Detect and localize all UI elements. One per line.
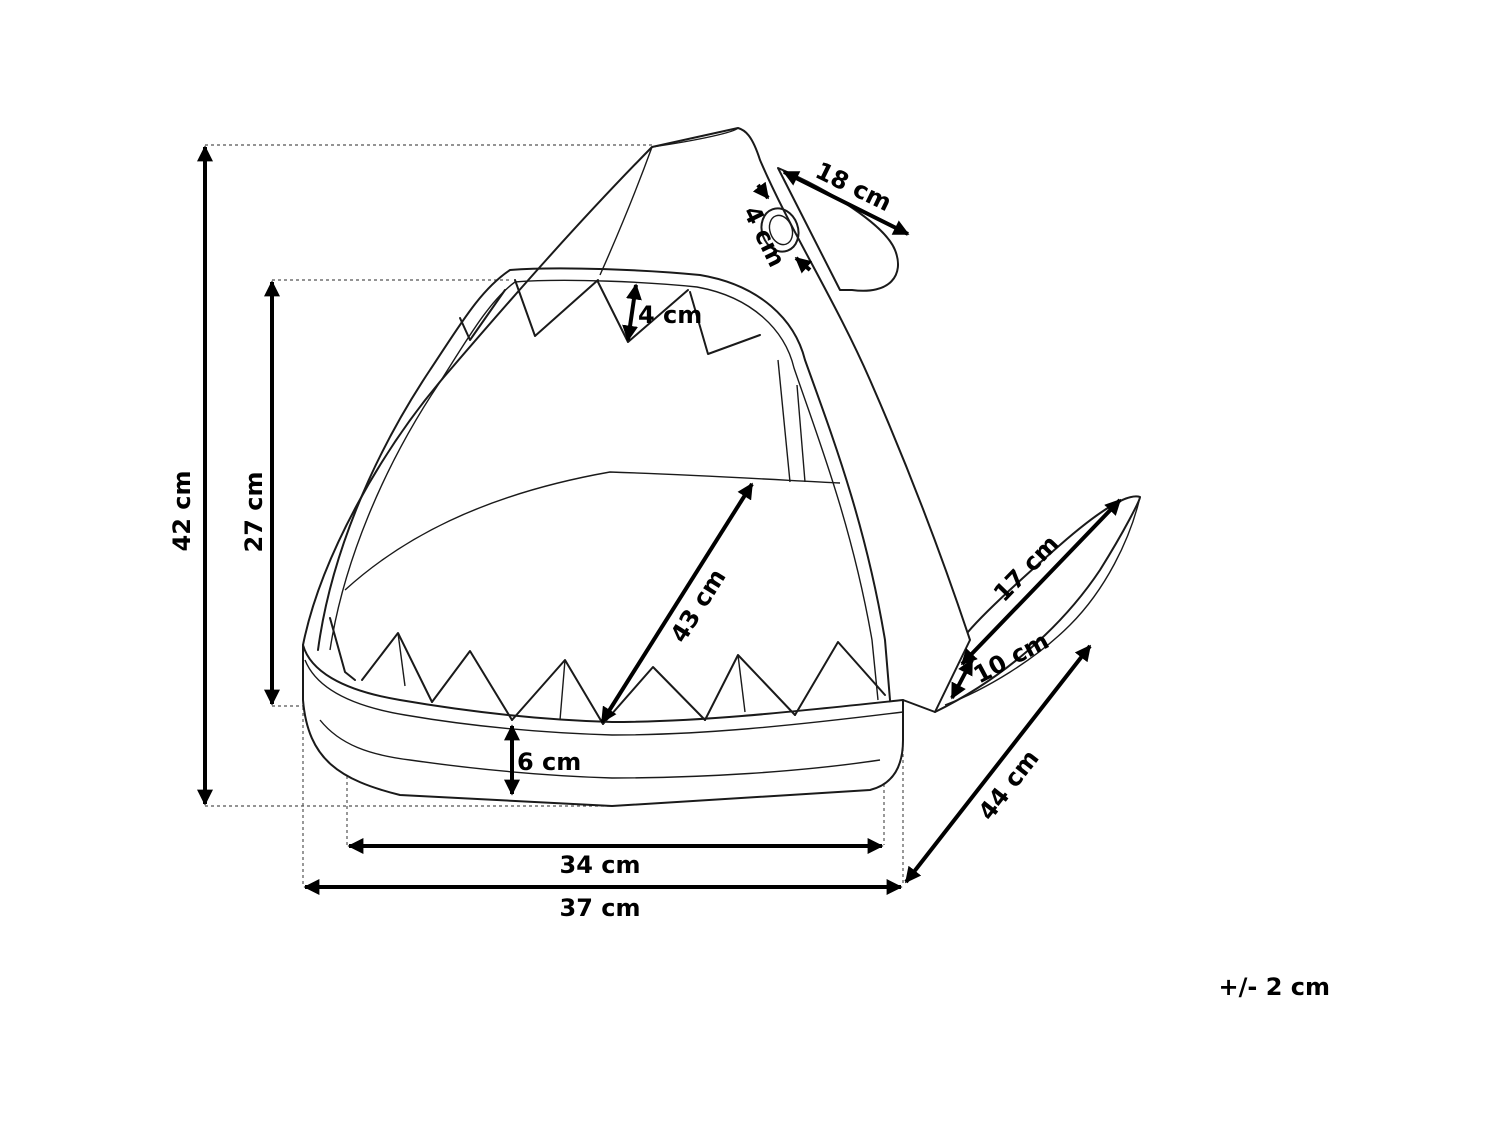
- arrow-eye-bottom: [794, 256, 813, 274]
- base-band: [302, 644, 904, 723]
- label-outer-width: 37 cm: [560, 894, 641, 922]
- arrow-tooth-height: [622, 283, 642, 342]
- upper-teeth: [459, 279, 761, 355]
- arrow-fin-length: [782, 170, 910, 236]
- label-inner-width: 34 cm: [560, 851, 641, 879]
- arrow-eye-top: [752, 181, 770, 200]
- shark-body: [302, 127, 971, 807]
- label-base-thickness: 6 cm: [517, 748, 581, 776]
- arrow-tail-length: [960, 498, 1122, 666]
- label-tooth-height: 4 cm: [638, 301, 702, 329]
- dimension-arrows: [197, 145, 1122, 895]
- dimension-labels: 42 cm 27 cm 4 cm 18 cm 4 cm 43 cm 17 cm …: [168, 156, 1064, 922]
- arrow-interior-diagonal: [600, 482, 754, 724]
- label-height-opening: 27 cm: [240, 472, 268, 553]
- mouth-rim-outer: [317, 267, 891, 701]
- tolerance-note: +/- 2 cm: [1219, 973, 1330, 1001]
- arrow-depth: [904, 644, 1092, 884]
- label-height-total: 42 cm: [168, 471, 196, 552]
- shark-bed-illustration: [302, 127, 1141, 807]
